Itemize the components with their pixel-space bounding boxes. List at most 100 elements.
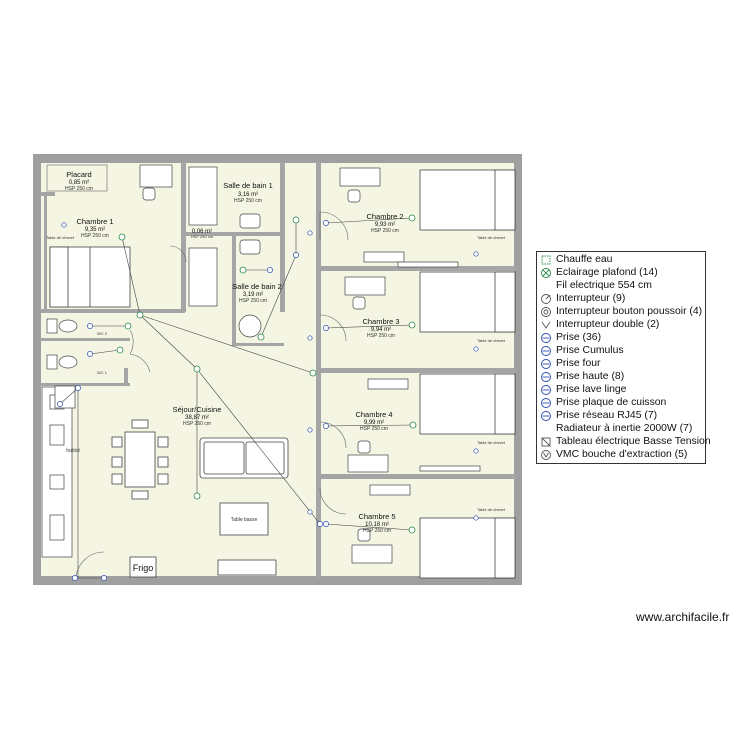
wc2-name: WC 2: [97, 331, 108, 336]
desks: [139, 164, 481, 564]
room-labels: Placard 0,85 m² HSP 250 cm Chambre 1 9,3…: [65, 170, 404, 534]
blank-icon: [540, 423, 552, 435]
interior-walls: [40, 162, 516, 578]
legend-item: Prise réseau RJ45 (7): [537, 409, 705, 422]
chambre4-area: 9,99 m²: [364, 420, 384, 426]
legend-item-label: Radiateur à inertie 2000W (7): [556, 423, 693, 434]
chambre4-name: Chambre 4: [355, 410, 392, 419]
legend-item: Eclairage plafond (14): [537, 266, 705, 279]
doors: [75, 211, 349, 579]
small-room-area: 0,06 m²: [192, 229, 212, 235]
legend-item: Interrupteur (9): [537, 292, 705, 305]
ceiling-light-icon: [116, 214, 417, 534]
socket-icon: [540, 384, 552, 396]
double-switch-icon: [540, 319, 552, 331]
legend-item: Tableau électrique Basse Tension: [537, 435, 711, 448]
site-url[interactable]: www.archifacile.fr: [636, 610, 730, 624]
chambre2-area: 9,93 m²: [375, 222, 395, 228]
chambre4-hsp: HSP 250 cm: [360, 426, 388, 432]
legend-item: Prise (36): [537, 331, 705, 344]
legend-item-label: Tableau électrique Basse Tension: [556, 436, 711, 447]
placard-hsp: HSP 250 cm: [65, 186, 93, 192]
vmc-icon: [540, 449, 552, 461]
sejour-area: 38,87 m²: [185, 415, 209, 421]
socket-icon: [57, 220, 479, 581]
living-furniture: [129, 502, 277, 578]
chambre3-name: Chambre 3: [362, 317, 399, 326]
socket-icon: [540, 371, 552, 383]
sdb1-hsp: HSP 250 cm: [234, 198, 262, 204]
chevet-label-4: Table de chevet: [477, 440, 506, 445]
sdb2-area: 3,19 m²: [243, 292, 263, 298]
blank-icon: [540, 280, 552, 292]
socket-icon: [540, 358, 552, 370]
legend-item-label: Prise four: [556, 358, 601, 369]
socket-icon: [540, 345, 552, 357]
legend-item-label: Prise plaque de cuisson: [556, 397, 667, 408]
placard-cupboard: [46, 164, 108, 192]
legend-item: Prise haute (8): [537, 370, 705, 383]
hublot-label: hublot: [66, 448, 80, 454]
chambre5-area: 10,18 m²: [365, 522, 389, 528]
legend-item-label: Prise haute (8): [556, 371, 625, 382]
legend-item: Chauffe eau: [537, 253, 705, 266]
chevet-label-5: Table de chevet: [477, 507, 506, 512]
small-room-hsp: HSP 250 cm: [191, 234, 214, 239]
sejour-hsp: HSP 250 cm: [183, 421, 211, 427]
chambre3-hsp: HSP 250 cm: [367, 333, 395, 339]
legend-item-label: VMC bouche d'extraction (5): [556, 449, 688, 460]
kitchen-counter: [41, 385, 76, 558]
chambre1-name: Chambre 1: [76, 217, 113, 226]
chambre5-name: Chambre 5: [358, 512, 395, 521]
chambre2-name: Chambre 2: [366, 212, 403, 221]
legend-item-label: Interrupteur (9): [556, 293, 626, 304]
legend-item: Interrupteur double (2): [537, 318, 705, 331]
bathroom-fixtures: [46, 166, 262, 370]
legend-item-label: Prise (36): [556, 332, 602, 343]
placard-name: Placard: [66, 170, 91, 179]
legend-item: Radiateur à inertie 2000W (7): [537, 422, 705, 435]
sdb1-area: 3,16 m²: [238, 192, 258, 198]
legend-item: Prise plaque de cuisson: [537, 396, 705, 409]
outer-walls: [33, 154, 522, 585]
legend-item: VMC bouche d'extraction (5): [537, 448, 705, 461]
push-button-icon: [540, 306, 552, 318]
chevet-label-3: Table de chevet: [477, 338, 506, 343]
sdb2-hsp: HSP 250 cm: [239, 298, 267, 304]
wc1-name: WC 1: [97, 370, 108, 375]
legend-item-label: Fil electrique 554 cm: [556, 280, 652, 291]
frigo-label: Frigo: [133, 563, 154, 573]
legend-item-label: Interrupteur bouton poussoir (4): [556, 306, 703, 317]
water-heater-icon: [540, 254, 552, 266]
sofa: [199, 437, 289, 479]
chevet-label-2: Table de chevet: [477, 235, 506, 240]
legend-item-label: Prise Cumulus: [556, 345, 624, 356]
switch-icon: [540, 293, 552, 305]
legend-item-label: Chauffe eau: [556, 254, 613, 265]
legend-item: Prise four: [537, 357, 705, 370]
legend-item: Prise Cumulus: [537, 344, 705, 357]
table-basse-label: Table basse: [231, 517, 258, 523]
chambre1-hsp: HSP 250 cm: [81, 233, 109, 239]
placard-area: 0,85 m²: [69, 180, 89, 186]
dining-table: [111, 419, 169, 500]
ceiling-light-icon: [540, 267, 552, 279]
beds: [49, 169, 516, 579]
socket-icon: [540, 397, 552, 409]
legend-item-label: Interrupteur double (2): [556, 319, 660, 330]
chambre3-area: 9,94 m²: [371, 327, 391, 333]
chevet-label-1: Table de chevet: [46, 235, 75, 240]
chambre2-hsp: HSP 250 cm: [371, 228, 399, 234]
legend-item-label: Prise lave linge: [556, 384, 627, 395]
socket-icon: [540, 410, 552, 422]
electrical-wires: [59, 217, 414, 579]
legend-item-label: Prise réseau RJ45 (7): [556, 410, 658, 421]
socket-icon: [540, 332, 552, 344]
sejour-name: Séjour/Cuisine: [173, 405, 222, 414]
legend-item: Interrupteur bouton poussoir (4): [537, 305, 705, 318]
legend-item: Prise lave linge: [537, 383, 705, 396]
furniture-labels: Table de chevet Table de chevet Table de…: [46, 235, 506, 573]
sdb1-name: Salle de bain 1: [223, 181, 273, 190]
